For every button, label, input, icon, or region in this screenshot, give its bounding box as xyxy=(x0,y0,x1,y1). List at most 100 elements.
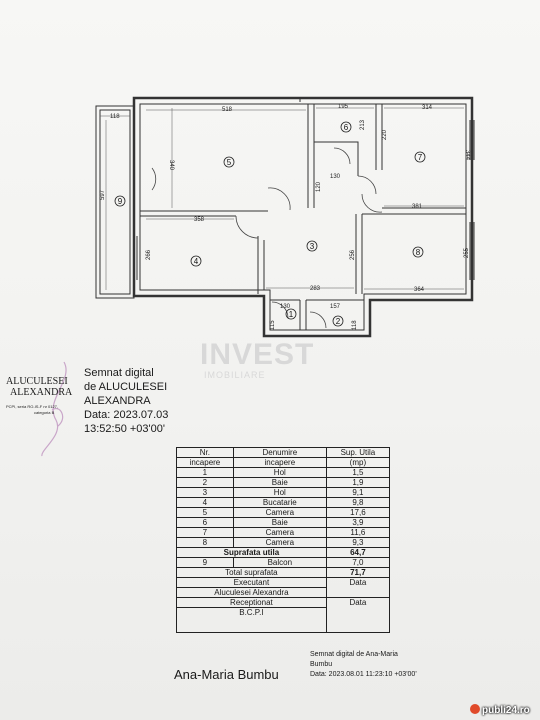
table-cell: 1 xyxy=(176,467,234,478)
subtotal-label: Suprafata utila xyxy=(176,547,327,558)
room-number: 4 xyxy=(194,257,199,266)
site-name: publi24.ro xyxy=(482,705,530,716)
table-cell: Balcon xyxy=(232,557,327,568)
signature-line: 13:52:50 +03'00' xyxy=(84,423,165,435)
room-number: 2 xyxy=(336,317,341,326)
table-cell: 6 xyxy=(176,517,234,528)
executant-row: Executant Data xyxy=(176,577,391,598)
handwritten-signature xyxy=(41,361,67,457)
table-cell: 9,3 xyxy=(325,537,391,548)
bottom-signer-name: Ana-Maria Bumbu xyxy=(174,667,279,682)
table-header: incapere xyxy=(176,457,234,468)
digital-signature-block-bottom: Semnat digital de Ana-Maria Bumbu Data: … xyxy=(310,650,440,680)
dim-label: 344 xyxy=(464,150,470,161)
total-label: Total suprafata xyxy=(176,567,327,578)
table-header: (mp) xyxy=(325,457,391,468)
table-cell: 17,6 xyxy=(325,507,391,518)
room-number: 9 xyxy=(118,197,123,206)
table-header: Nr. xyxy=(176,447,234,458)
dim-label: 340 xyxy=(168,160,174,171)
table-cell: 7 xyxy=(176,527,234,538)
dim-label: 255 xyxy=(464,247,470,258)
bcpi-row: B.C.P.I xyxy=(176,607,390,633)
room-number: 7 xyxy=(418,153,423,162)
table-cell: 9 xyxy=(176,557,234,568)
subtotal-value: 64,7 xyxy=(325,547,391,558)
table-cell: 1,5 xyxy=(325,467,391,478)
table-cell: 1,9 xyxy=(325,477,391,488)
dim-label: 597 xyxy=(100,189,106,200)
table-cell: 7,0 xyxy=(325,557,391,568)
table-cell: Camera xyxy=(232,507,327,518)
table-cell: Bucatarie xyxy=(232,497,327,508)
table-cell: 5 xyxy=(176,507,234,518)
dim-label: 283 xyxy=(310,286,321,292)
dim-label: 518 xyxy=(222,107,233,113)
dim-label: 157 xyxy=(330,304,341,310)
dim-label: 130 xyxy=(330,174,341,180)
table-header-row: incapere incapere (mp) xyxy=(176,457,391,468)
watermark-subtitle: IMOBILIARE xyxy=(204,370,266,380)
total-row: Total suprafata 71,7 xyxy=(176,567,391,578)
table-header-row: Nr. Denumire Sup. Utila xyxy=(176,447,391,458)
signer-name: ALUCULESEI xyxy=(6,376,68,387)
site-watermark: publi24.ro xyxy=(470,704,530,716)
bcpi-label: B.C.P.I xyxy=(176,607,327,633)
signature-line: Semnat digital xyxy=(84,367,154,379)
signer-name: ALEXANDRA xyxy=(10,387,73,398)
executant-label: Executant xyxy=(176,577,327,588)
room-number: 6 xyxy=(344,123,349,132)
digital-signature-block: Semnat digital de ALUCULESEI ALEXANDRA D… xyxy=(84,366,168,436)
watermark-logo: INVEST xyxy=(200,338,315,371)
table-cell: 3,9 xyxy=(325,517,391,528)
signature-line: Data: 2023.08.01 11:23:10 +03'00' xyxy=(310,671,417,678)
receptionat-row: Receptionat Data xyxy=(176,597,391,633)
dim-label: 120 xyxy=(316,181,322,192)
certification-text: PCPI, seria RO-IS-F nr 0127, xyxy=(6,404,59,409)
signature-line: Bumbu xyxy=(310,661,333,668)
table-cell: Baie xyxy=(232,517,327,528)
table-cell: 9,8 xyxy=(325,497,391,508)
table-header: Sup. Utila xyxy=(325,447,391,458)
table-cell: Hol xyxy=(232,487,327,498)
signature-line: de ALUCULESEI xyxy=(84,381,168,393)
table-cell: Hol xyxy=(232,467,327,478)
table-cell: 8 xyxy=(176,537,234,548)
dim-label: 118 xyxy=(110,114,120,120)
room-number: 3 xyxy=(310,242,315,251)
publi24-logo-icon xyxy=(470,704,480,714)
dim-label: 381 xyxy=(412,204,423,210)
receptionat-date: Data xyxy=(325,597,391,633)
table-cell: 9,1 xyxy=(325,487,391,498)
dim-label: 220 xyxy=(382,129,388,140)
table-header: Denumire xyxy=(232,447,327,458)
dim-label: 115 xyxy=(270,320,276,330)
table-cell: 3 xyxy=(176,487,234,498)
room-number: 8 xyxy=(416,248,421,257)
dim-label: 213 xyxy=(360,119,366,130)
subtotal-row: Suprafata utila 64,7 xyxy=(176,547,391,558)
room-number: 5 xyxy=(227,158,232,167)
signature-line: Data: 2023.07.03 xyxy=(84,409,169,421)
dim-label: 118 xyxy=(352,320,358,330)
total-value: 71,7 xyxy=(325,567,391,578)
executant-name: Aluculesei Alexandra xyxy=(176,587,327,598)
dim-label: 358 xyxy=(194,217,205,223)
table-cell: 11,6 xyxy=(325,527,391,538)
table-cell: Camera xyxy=(232,527,327,538)
dim-label: 195 xyxy=(338,104,349,110)
table-cell: 4 xyxy=(176,497,234,508)
room-number: 1 xyxy=(289,310,294,319)
signature-line: ALEXANDRA xyxy=(84,395,151,407)
dim-label: 256 xyxy=(350,249,356,260)
table-header: incapere xyxy=(232,457,327,468)
table-cell: Baie xyxy=(232,477,327,488)
